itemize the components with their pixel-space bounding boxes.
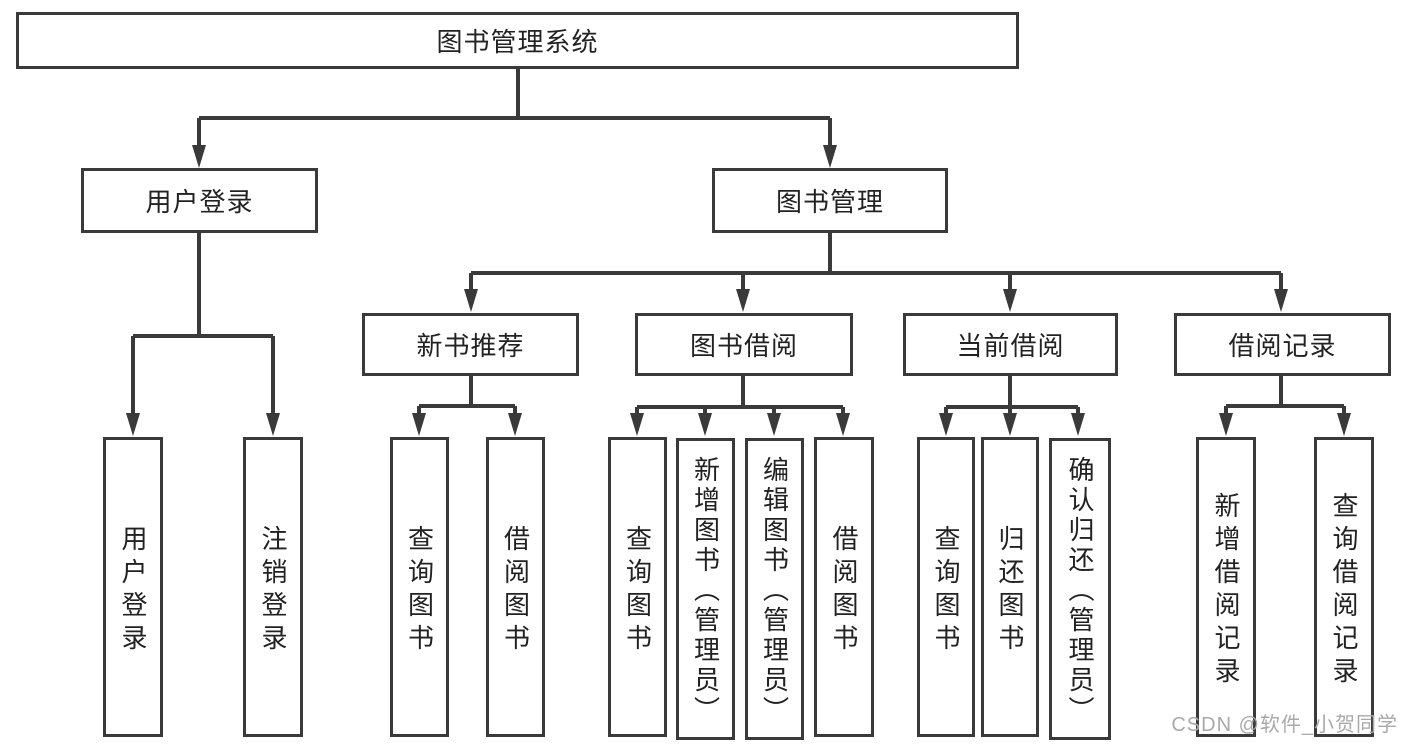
connector-borrow-records-children	[1219, 376, 1351, 436]
node-label: 用户登录	[145, 187, 254, 217]
leaf-user-login: 用户登录	[103, 437, 163, 737]
leaf-borrow-books-1: 借阅图书	[486, 437, 545, 737]
arrowhead	[836, 413, 850, 436]
arrowhead	[698, 413, 712, 436]
node-label: 当前借阅	[956, 331, 1065, 361]
arrowhead	[1003, 289, 1017, 312]
leaf-query-books-3: 查询图书	[917, 437, 975, 737]
arrowhead	[1219, 413, 1233, 436]
leaf-add-books-admin: 新增图书（管理员）	[676, 438, 735, 740]
node-borrow-records: 借阅记录	[1174, 313, 1391, 376]
node-book-management: 图书管理	[712, 168, 948, 233]
leaf-logout: 注销登录	[243, 437, 303, 737]
leaf-add-borrow-record: 新增借阅记录	[1196, 437, 1256, 737]
node-label: 编辑图书（管理员）	[759, 456, 790, 726]
csdn-watermark: CSDN @软件_小贺同学	[1171, 714, 1398, 736]
arrowhead	[412, 413, 426, 436]
node-label: 查询图书	[404, 524, 435, 657]
node-root-system: 图书管理系统	[16, 12, 1019, 69]
node-label: 借阅记录	[1228, 331, 1337, 361]
node-label: 图书管理	[775, 187, 884, 217]
arrowhead	[1274, 289, 1288, 312]
node-label: 用户登录	[118, 524, 148, 657]
arrowhead	[192, 145, 206, 168]
node-label: 注销登录	[258, 524, 288, 657]
leaf-query-books-2: 查询图书	[608, 437, 667, 737]
leaf-borrow-books-2: 借阅图书	[814, 437, 874, 737]
connector-current-borrow-children	[939, 376, 1085, 436]
arrowhead	[823, 145, 837, 168]
arrowhead	[126, 413, 140, 436]
leaf-return-books: 归还图书	[981, 437, 1039, 737]
arrowhead	[1003, 413, 1017, 436]
node-label: 借阅图书	[829, 524, 859, 657]
arrowhead	[1337, 413, 1351, 436]
node-label: 图书借阅	[689, 331, 798, 361]
node-label: 借阅图书	[500, 524, 531, 657]
leaf-query-books-1: 查询图书	[390, 437, 449, 737]
arrowhead	[1071, 413, 1085, 436]
connector-new-books-children	[412, 376, 522, 436]
node-user-login: 用户登录	[81, 168, 318, 233]
node-label: 归还图书	[995, 524, 1025, 657]
connector-book-borrow-children	[630, 376, 850, 436]
arrowhead	[736, 289, 750, 312]
node-label: 图书管理系统	[436, 27, 599, 57]
node-label: 查询图书	[622, 524, 653, 657]
connector-user-login-children	[126, 233, 280, 436]
leaf-query-borrow-record: 查询借阅记录	[1314, 437, 1374, 737]
node-current-borrow: 当前借阅	[903, 313, 1118, 376]
arrowhead	[630, 413, 644, 436]
node-label: 新增图书（管理员）	[690, 456, 721, 726]
leaf-edit-books-admin: 编辑图书（管理员）	[745, 438, 804, 740]
connector-book-mgmt-to-level3	[464, 233, 1288, 312]
arrowhead	[939, 413, 953, 436]
node-label: 查询借阅记录	[1329, 491, 1359, 690]
node-label: 确认归还（管理员）	[1065, 456, 1095, 726]
node-new-book-recommend: 新书推荐	[362, 313, 579, 376]
node-book-borrow: 图书借阅	[635, 313, 853, 376]
arrowhead	[464, 289, 478, 312]
leaf-confirm-return-admin: 确认归还（管理员）	[1049, 438, 1111, 740]
connector-root-to-level2	[192, 69, 837, 168]
node-label: 新书推荐	[416, 331, 525, 361]
arrowhead	[767, 413, 781, 436]
arrowhead	[508, 413, 522, 436]
node-label: 查询图书	[931, 524, 961, 657]
arrowhead	[266, 413, 280, 436]
node-label: 新增借阅记录	[1211, 491, 1241, 690]
